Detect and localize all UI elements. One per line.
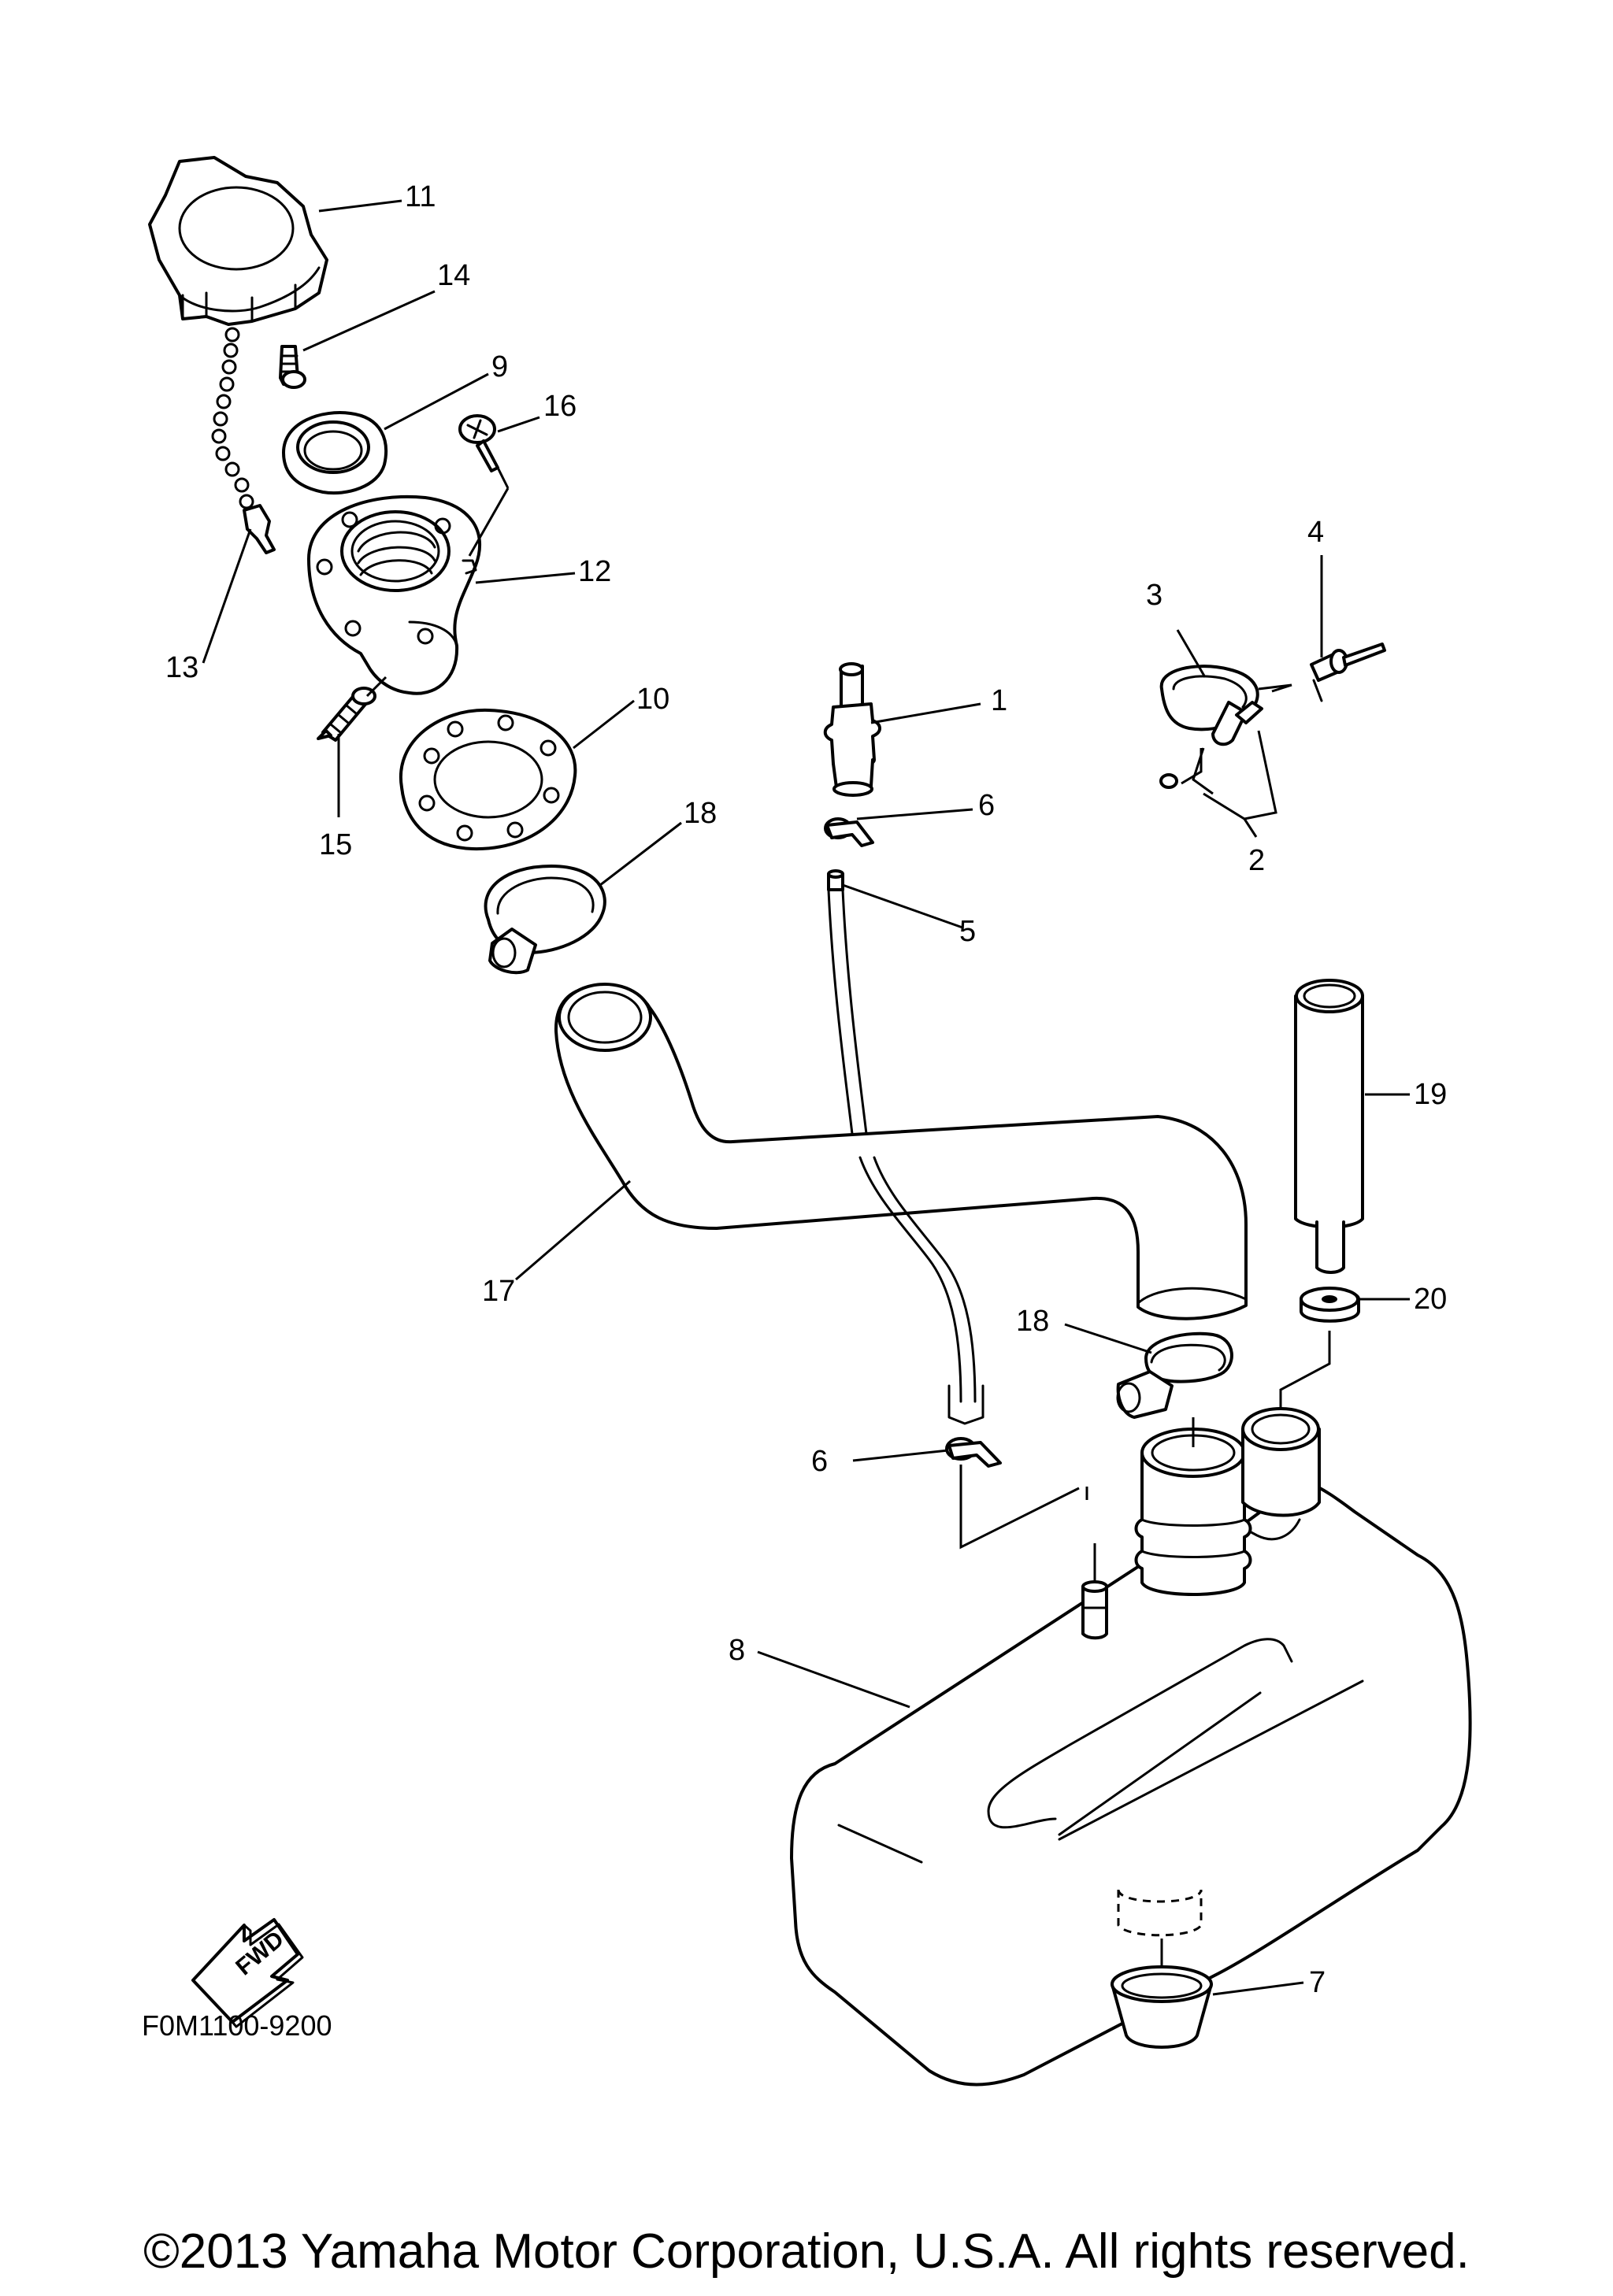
callout-labels: 11 14 9 16 12 13 10 15 18 1 6 5 3 4 2 19…: [165, 180, 1447, 1999]
part-19-pipe: [1294, 979, 1364, 1274]
fwd-arrow-icon: FWD: [191, 1918, 304, 2028]
callout-4: 4: [1307, 516, 1324, 549]
part-6-clip-lower: [945, 1437, 1080, 1550]
part-12-filler-neck: [307, 487, 510, 695]
callout-8: 8: [729, 1634, 745, 1667]
part-18-hose-clamp-lower: [1116, 1331, 1233, 1419]
part-10-gasket: [399, 708, 577, 851]
callout-6-upper: 6: [978, 789, 995, 822]
callout-13: 13: [165, 651, 198, 684]
part-14-rivet: [279, 345, 306, 389]
callout-15: 15: [319, 828, 352, 861]
part-11-fuel-cap: [148, 156, 328, 326]
part-16-screw: [458, 414, 510, 489]
callout-17: 17: [482, 1275, 515, 1308]
callout-20: 20: [1414, 1283, 1447, 1316]
part-13-cap-chain: [211, 327, 276, 554]
tank-breather-spigot: [1241, 1331, 1331, 1517]
callout-10: 10: [636, 683, 669, 716]
part-7-drain-cap: [1111, 1939, 1213, 2049]
tank-filler-spigot: [1134, 1417, 1252, 1596]
callout-12: 12: [578, 555, 611, 588]
callout-2: 2: [1248, 844, 1265, 877]
callout-16: 16: [543, 390, 577, 423]
callout-19: 19: [1414, 1078, 1447, 1111]
tank-hose-nipple: [1081, 1487, 1108, 1640]
part-17-filler-hose: [554, 983, 1248, 1320]
leader-lines: [202, 199, 1410, 1996]
part-18-hose-clamp-upper: [484, 865, 606, 975]
callout-14: 14: [437, 259, 470, 292]
callout-18-upper: 18: [684, 797, 717, 830]
callout-18-lower: 18: [1016, 1305, 1049, 1338]
callout-1: 1: [991, 684, 1007, 717]
part-20-grommet: [1300, 1287, 1360, 1323]
callout-7: 7: [1309, 1966, 1326, 1999]
copyright-notice: ©2013 Yamaha Motor Corporation, U.S.A. A…: [143, 2224, 1470, 2279]
part-9-grommet: [282, 411, 388, 495]
callout-9: 9: [491, 350, 508, 383]
part-1-fuel-joint: [823, 662, 881, 797]
part-8-tank: [790, 1479, 1472, 2087]
callout-11: 11: [405, 180, 436, 213]
part-5-fuel-hose: [827, 869, 984, 1425]
part-4-rivet: [1310, 643, 1386, 702]
callout-6-lower: 6: [811, 1445, 828, 1478]
part-6-clip-upper: [824, 817, 874, 847]
part-3-band: [1159, 665, 1292, 746]
callout-5: 5: [959, 915, 976, 948]
figure-code: F0M1100-9200: [142, 2009, 332, 2042]
part-15-rivet: [317, 676, 387, 742]
callout-3: 3: [1146, 579, 1162, 612]
